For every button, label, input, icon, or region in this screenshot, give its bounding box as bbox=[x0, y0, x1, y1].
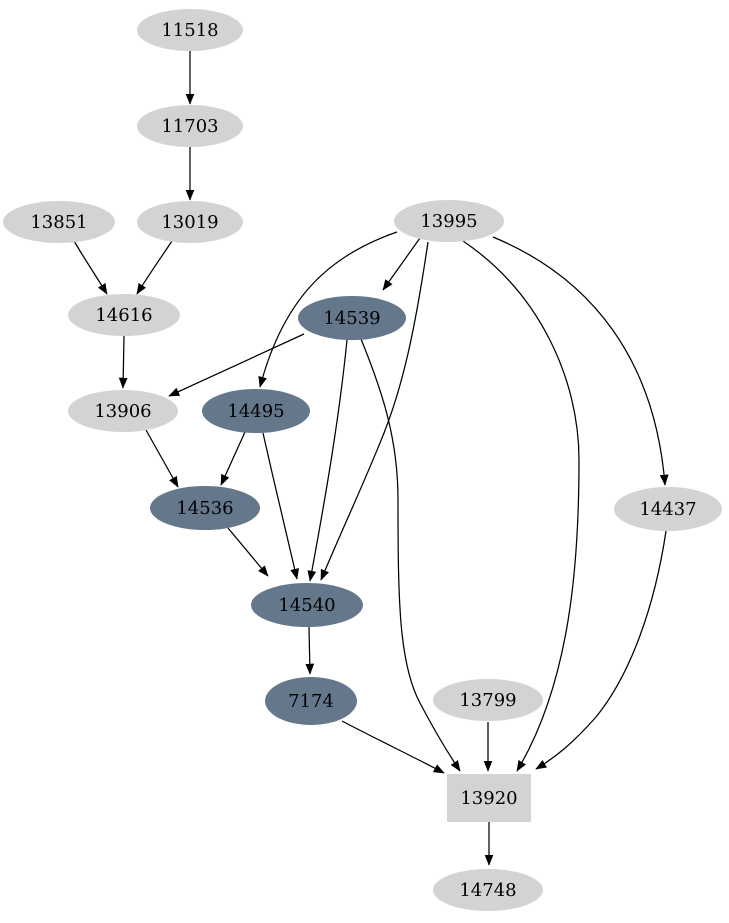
edge-13995-13920 bbox=[462, 240, 580, 772]
node-ellipse-shape bbox=[68, 390, 178, 432]
node-14539: 14539 bbox=[298, 296, 406, 340]
node-label: 13019 bbox=[161, 212, 218, 233]
node-14536: 14536 bbox=[150, 486, 260, 530]
edge-14539-14540 bbox=[307, 339, 348, 582]
edge-14495-14536 bbox=[220, 431, 246, 486]
node-7174: 7174 bbox=[265, 677, 357, 725]
node-label: 14536 bbox=[176, 498, 233, 519]
edge-13995-14437 bbox=[492, 236, 669, 486]
node-ellipse-shape bbox=[251, 583, 363, 627]
node-label: 13906 bbox=[94, 401, 151, 422]
node-label: 14437 bbox=[639, 499, 696, 520]
node-label: 14495 bbox=[227, 401, 284, 422]
edge-13019-14616 bbox=[136, 240, 173, 295]
edge-14495-14540 bbox=[262, 432, 299, 580]
node-label: 13920 bbox=[460, 788, 517, 809]
node-11518: 11518 bbox=[137, 9, 243, 51]
node-label: 13851 bbox=[30, 212, 87, 233]
node-ellipse-shape bbox=[3, 201, 115, 243]
node-ellipse-shape bbox=[137, 105, 243, 147]
edge-14539-13906 bbox=[168, 333, 305, 397]
node-ellipse-shape bbox=[394, 200, 504, 242]
edge-layer bbox=[73, 51, 669, 866]
node-label: 14539 bbox=[323, 308, 380, 329]
node-ellipse-shape bbox=[202, 389, 310, 433]
node-ellipse-shape bbox=[150, 486, 260, 530]
node-ellipse-shape bbox=[433, 679, 543, 721]
edge-13995-14539 bbox=[382, 237, 421, 291]
node-13019: 13019 bbox=[137, 201, 243, 243]
node-ellipse-shape bbox=[137, 9, 243, 51]
node-13799: 13799 bbox=[433, 679, 543, 721]
node-11703: 11703 bbox=[137, 105, 243, 147]
edge-14536-14540 bbox=[227, 527, 269, 577]
edge-14539-13920 bbox=[360, 338, 461, 772]
node-label: 14748 bbox=[459, 880, 516, 901]
edge-14540-7174 bbox=[305, 626, 315, 675]
node-ellipse-shape bbox=[137, 201, 243, 243]
node-label: 7174 bbox=[288, 691, 334, 712]
node-layer: 11518 11703 13019 13851 14616 13995 14539 13906… bbox=[3, 9, 722, 911]
node-label: 11518 bbox=[161, 20, 218, 41]
edge-13995-14495 bbox=[258, 231, 398, 388]
node-ellipse-shape bbox=[614, 487, 722, 531]
node-14495: 14495 bbox=[202, 389, 310, 433]
node-13920: 13920 bbox=[447, 774, 531, 822]
edge-7174-13920 bbox=[341, 720, 445, 774]
node-ellipse-shape bbox=[433, 869, 543, 911]
node-14437: 14437 bbox=[614, 487, 722, 531]
edge-13851-14616 bbox=[73, 240, 108, 295]
node-label: 14540 bbox=[278, 595, 335, 616]
edge-14616-13906 bbox=[118, 335, 128, 389]
node-label: 11703 bbox=[161, 116, 218, 137]
node-label: 13995 bbox=[420, 211, 477, 232]
edge-13995-14540 bbox=[320, 241, 429, 581]
node-14540: 14540 bbox=[251, 583, 363, 627]
node-ellipse-shape bbox=[68, 294, 180, 336]
node-13906: 13906 bbox=[68, 390, 178, 432]
node-13851: 13851 bbox=[3, 201, 115, 243]
node-14748: 14748 bbox=[433, 869, 543, 911]
node-14616: 14616 bbox=[68, 294, 180, 336]
edge-14437-13920 bbox=[535, 530, 667, 770]
node-ellipse-shape bbox=[265, 677, 357, 725]
edge-13906-14536 bbox=[145, 429, 179, 488]
node-label: 13799 bbox=[459, 690, 516, 711]
node-label: 14616 bbox=[95, 305, 152, 326]
node-13995: 13995 bbox=[394, 200, 504, 242]
node-box-shape bbox=[447, 774, 531, 822]
node-ellipse-shape bbox=[298, 296, 406, 340]
